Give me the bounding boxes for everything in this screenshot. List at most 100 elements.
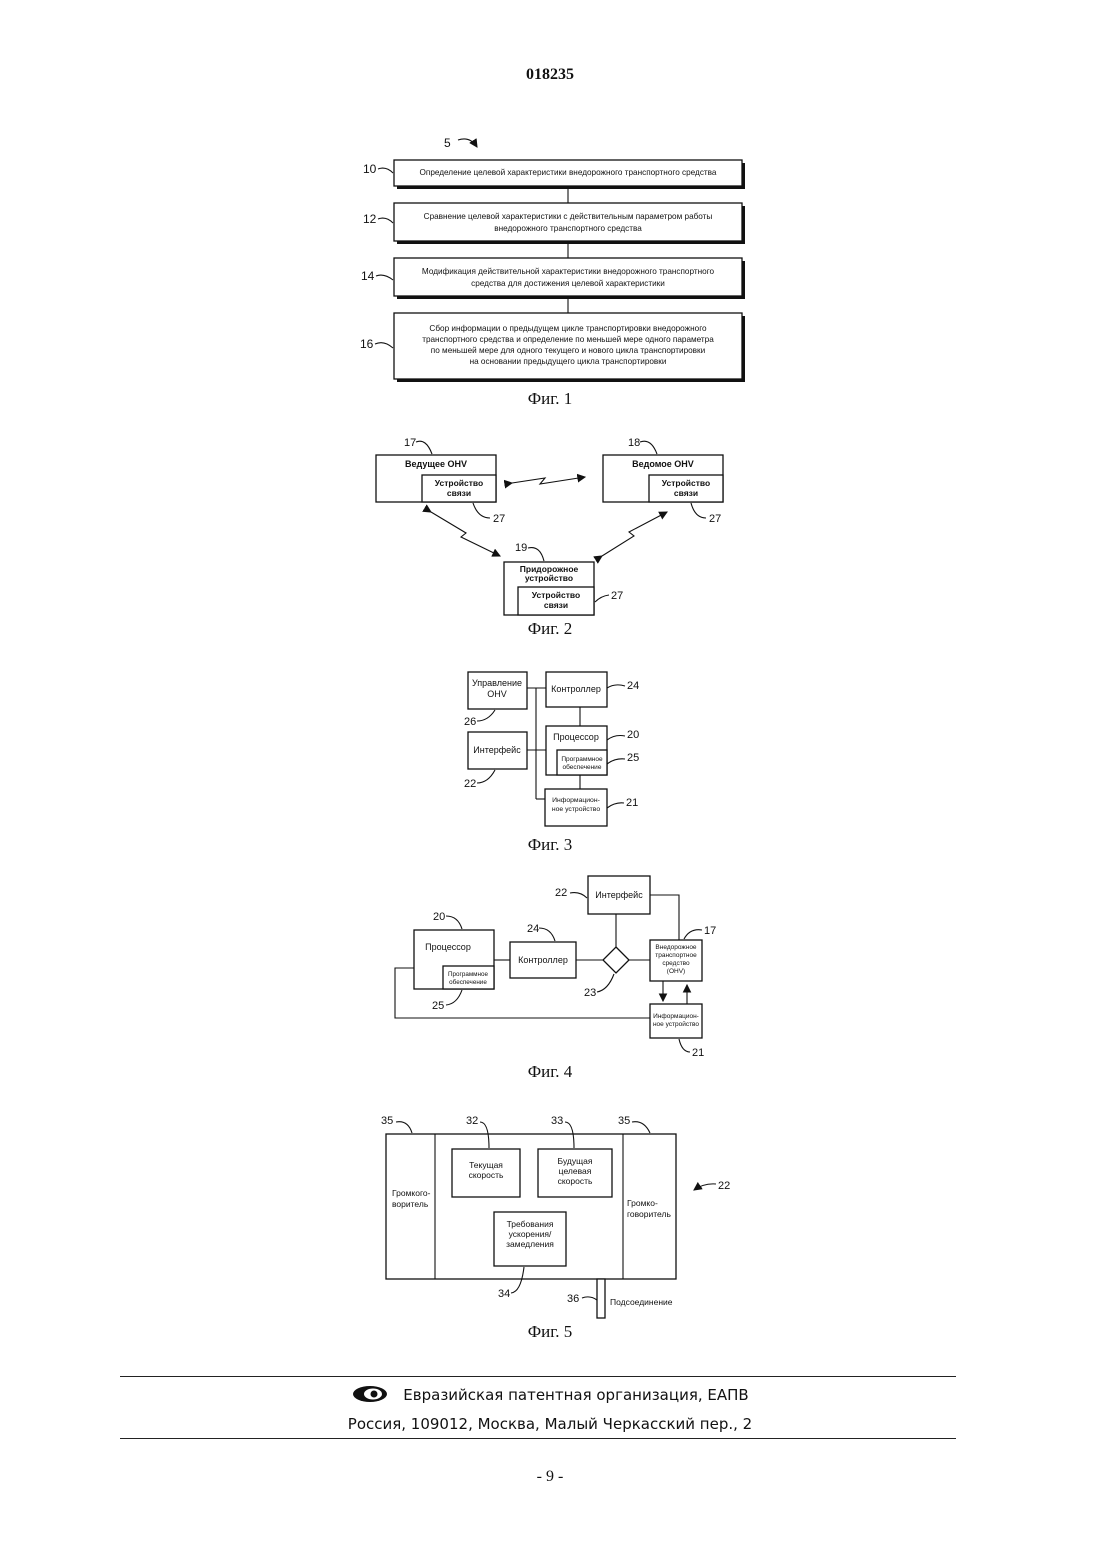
fig2-link-lead-follower (512, 477, 585, 484)
footer-org-line: Евразийская патентная организация, ЕАПВ (0, 1384, 1100, 1404)
fig1-step-14-line2: средства для достижения целевой характер… (471, 279, 665, 288)
fig3-control-line1: Управление (472, 678, 522, 688)
page-number: - 9 - (0, 1468, 1100, 1486)
fig3-diagram: Управление OHV 26 Контроллер 24 Интерфей… (464, 672, 639, 826)
fig2-link-lead-roadside (431, 512, 500, 556)
fig5-connector (597, 1279, 605, 1318)
fig4-vehicle-line2: транспортное (655, 952, 697, 959)
fig4-diagram: Интерфейс 22 Процессор Программное обесп… (395, 876, 716, 1059)
fig4-ref-25: 25 (432, 1000, 444, 1012)
fig5-speaker-right-line1: Громко- (627, 1198, 658, 1208)
fig3-ref-24: 24 (627, 680, 639, 692)
fig1-step-16-line3: по меньшей мере для одного текущего и но… (431, 346, 705, 355)
fig4-ref-20: 20 (433, 911, 445, 923)
fig1-step-14-line1: Модификация действительной характеристик… (422, 267, 715, 276)
fig2-follower-comm-line2: связи (674, 488, 698, 498)
fig5-speaker-right-line2: говоритель (627, 1209, 671, 1219)
fig3-ref-25: 25 (627, 752, 639, 764)
fig5-ref-36: 36 (567, 1293, 579, 1305)
fig3-ref-22: 22 (464, 778, 476, 790)
fig2-roadside-comm-line1: Устройство (532, 590, 580, 600)
fig4-ref-23: 23 (584, 987, 596, 999)
fig4-junction (603, 947, 629, 973)
fig2-roadside-comm-line2: связи (544, 600, 568, 610)
fig4-processor-label: Процессор (425, 942, 471, 952)
fig2-lead-comm-line2: связи (447, 488, 471, 498)
fig5-accel-line3: замедления (506, 1239, 554, 1249)
fig3-controller-label: Контроллер (551, 684, 601, 694)
fig1-step-14-box (394, 258, 742, 296)
fig2-follower-comm-line1: Устройство (662, 478, 710, 488)
fig5-ref-33: 33 (551, 1115, 563, 1127)
fig2-roadside-title-line2: устройство (525, 573, 573, 583)
fig5-ref-35-left: 35 (381, 1115, 393, 1127)
fig5-ref-35-right: 35 (618, 1115, 630, 1127)
fig2-diagram: Ведущее OHV Устройство связи 17 27 Ведом… (376, 437, 723, 615)
fig2-ref-18: 18 (628, 437, 640, 449)
fig5-ref-32: 32 (466, 1115, 478, 1127)
fig2-lead-ohv-title: Ведущее OHV (405, 459, 467, 469)
patent-drawings: 5 Определение целевой характеристики вне… (0, 0, 1100, 1370)
fig5-ref-34: 34 (498, 1288, 510, 1300)
fig4-info-line1: Информацион- (653, 1013, 699, 1020)
fig3-ref-21: 21 (626, 797, 638, 809)
fig1-caption: Фиг. 1 (0, 389, 1100, 409)
fig4-interface-label: Интерфейс (595, 890, 643, 900)
fig1-step-12-line2: внедорожного транспортного средства (494, 224, 642, 233)
footer-rule-top (120, 1376, 956, 1377)
fig2-follower-ohv-title: Ведомое OHV (632, 459, 694, 469)
fig2-link-follower-roadside (602, 512, 667, 556)
fig4-vehicle-line3: средство (662, 960, 690, 967)
fig2-lead-comm-line1: Устройство (435, 478, 483, 488)
fig3-info-line2: ное устройство (552, 805, 600, 813)
fig5-accel-line2: ускорения/ (509, 1229, 552, 1239)
fig2-caption: Фиг. 2 (0, 619, 1100, 639)
fig3-control-line2: OHV (487, 689, 507, 699)
fig1-step-16-line4: на основании предыдущего цикла транспорт… (470, 357, 667, 366)
fig1-ref-12: 12 (363, 212, 377, 226)
fig2-ref-27-lead: 27 (493, 513, 505, 525)
fig3-processor-label: Процессор (553, 732, 599, 742)
fig1-flowchart: 5 Определение целевой характеристики вне… (360, 136, 745, 382)
eapo-logo-icon (351, 1384, 389, 1404)
fig5-speaker-left-line2: воритель (392, 1199, 429, 1209)
fig3-software-line2: обеспечение (563, 763, 602, 771)
fig3-software-line1: Программное (561, 756, 603, 763)
fig4-vehicle-line1: Внедорожное (655, 944, 697, 951)
fig3-interface-label: Интерфейс (473, 745, 521, 755)
fig4-info-line2: ное устройство (653, 1020, 699, 1028)
footer-org: Евразийская патентная организация, ЕАПВ (403, 1386, 748, 1404)
fig2-ref-17: 17 (404, 437, 416, 449)
fig1-step-16-line1: Сбор информации о предыдущем цикле транс… (429, 324, 707, 333)
fig5-ref-22: 22 (718, 1180, 730, 1192)
fig4-vehicle-line4: (OHV) (667, 968, 685, 975)
fig1-ref-16: 16 (360, 337, 374, 351)
fig5-caption: Фиг. 5 (0, 1322, 1100, 1342)
fig4-controller-label: Контроллер (518, 955, 568, 965)
fig3-ref-20: 20 (627, 729, 639, 741)
fig1-step-10-text: Определение целевой характеристики внедо… (420, 168, 717, 177)
fig4-caption: Фиг. 4 (0, 1062, 1100, 1082)
fig4-ref-22: 22 (555, 887, 567, 899)
fig5-future-speed-line3: скорость (558, 1176, 593, 1186)
fig5-accel-line1: Требования (507, 1219, 554, 1229)
fig1-step-12-line1: Сравнение целевой характеристики с дейст… (424, 212, 713, 221)
fig4-ref-17: 17 (704, 925, 716, 937)
fig2-ref-19: 19 (515, 542, 527, 554)
fig1-step-12-box (394, 203, 742, 241)
fig3-ref-26: 26 (464, 716, 476, 728)
fig5-connection-label: Подсоединение (610, 1297, 673, 1307)
fig1-step-16-line2: транспортного средства и определение по … (422, 335, 714, 344)
fig4-ref-21: 21 (692, 1047, 704, 1059)
fig5-current-speed-line1: Текущая (469, 1160, 503, 1170)
fig5-future-speed-line1: Будущая (558, 1156, 593, 1166)
fig2-ref-27-roadside: 27 (611, 590, 623, 602)
fig5-diagram: Громкого- воритель Громко- говоритель Те… (381, 1115, 730, 1318)
fig5-speaker-left-line1: Громкого- (392, 1188, 431, 1198)
fig3-caption: Фиг. 3 (0, 835, 1100, 855)
fig4-ref-24: 24 (527, 923, 539, 935)
fig2-ref-27-follower: 27 (709, 513, 721, 525)
fig5-current-speed-line2: скорость (469, 1170, 504, 1180)
fig1-ref-10: 10 (363, 162, 377, 176)
fig3-info-line1: Информацион- (552, 797, 600, 804)
